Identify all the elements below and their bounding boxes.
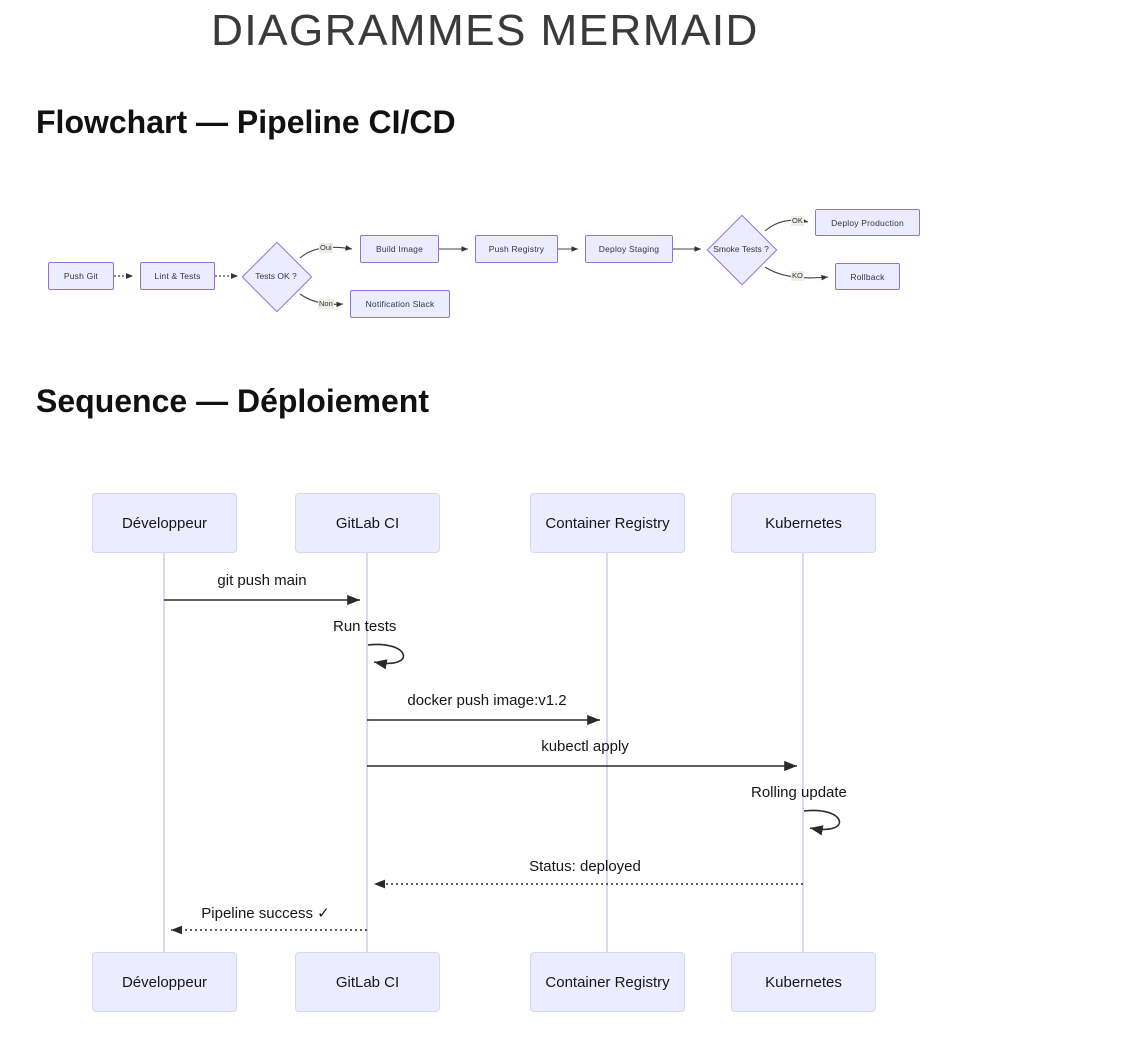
sequence-actor-bottom-gitlab-ci[interactable]: GitLab CI (295, 952, 440, 1012)
flow-edge-label-oui: Oui (319, 243, 333, 253)
flow-node-push-registry[interactable]: Push Registry (475, 235, 558, 263)
flow-node-deploy-production[interactable]: Deploy Production (815, 209, 920, 236)
flow-edge-label-ok: OK (791, 216, 804, 226)
flow-edge-label-ko: KO (791, 271, 804, 281)
sequence-actor-top-kubernetes[interactable]: Kubernetes (731, 493, 876, 553)
sequence-actor-bottom-developpeur[interactable]: Développeur (92, 952, 237, 1012)
flow-node-smoke-tests-label: Smoke Tests ? (713, 244, 769, 254)
flow-node-rollback[interactable]: Rollback (835, 263, 900, 290)
sequence-actor-top-gitlab-ci[interactable]: GitLab CI (295, 493, 440, 553)
message-arrow-run-tests (367, 643, 405, 670)
flowchart-section-heading: Flowchart — Pipeline CI/CD (36, 104, 456, 140)
flow-node-build-image[interactable]: Build Image (360, 235, 439, 263)
sequence-message-label-git-push-main: git push main (217, 572, 307, 589)
flow-node-deploy-staging[interactable]: Deploy Staging (585, 235, 673, 263)
sequence-actor-bottom-kubernetes[interactable]: Kubernetes (731, 952, 876, 1012)
sequence-message-label-pipeline-success: Pipeline success ✓ (201, 905, 330, 922)
flow-node-tests-ok-label: Tests OK ? (255, 271, 297, 281)
sequence-actor-top-developpeur[interactable]: Développeur (92, 493, 237, 553)
sequence-message-label-docker-push: docker push image:v1.2 (407, 692, 567, 709)
sequence-message-label-status-deployed: Status: deployed (529, 858, 641, 875)
page-title: DIAGRAMMES MERMAID (211, 6, 759, 55)
sequence-message-label-kubectl-apply: kubectl apply (541, 738, 629, 755)
flow-node-push-git[interactable]: Push Git (48, 262, 114, 290)
flow-node-lint-tests[interactable]: Lint & Tests (140, 262, 215, 290)
sequence-actor-top-container-registry[interactable]: Container Registry (530, 493, 685, 553)
sequence-message-label-run-tests: Run tests (333, 618, 397, 635)
sequence-message-label-rolling-update: Rolling update (751, 784, 847, 801)
flow-node-notification-slack[interactable]: Notification Slack (350, 290, 450, 318)
message-arrow-rolling-update (803, 809, 841, 836)
flow-edge-label-non: Non (318, 299, 334, 309)
sequence-section-heading: Sequence — Déploiement (36, 383, 429, 419)
sequence-actor-bottom-container-registry[interactable]: Container Registry (530, 952, 685, 1012)
